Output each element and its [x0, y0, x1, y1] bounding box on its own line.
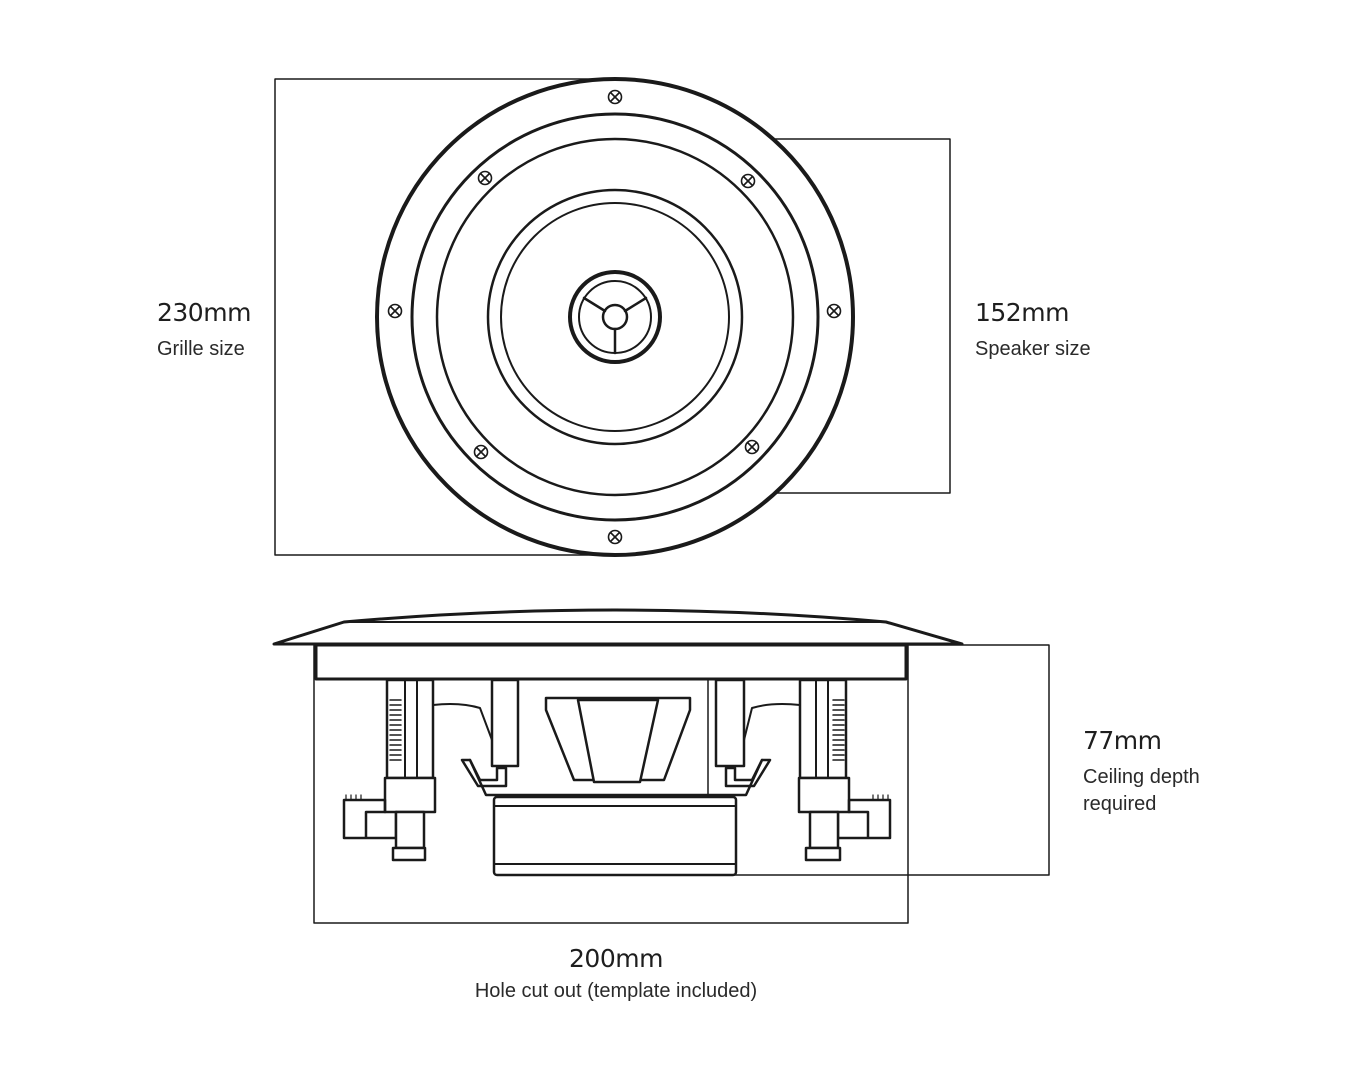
screw-icon [473, 444, 489, 460]
screw-icon [477, 170, 493, 186]
screw-icons [387, 89, 842, 545]
grille-size-label: 230mm Grille size [157, 298, 251, 363]
hole-cut-out-caption: Hole cut out (template included) [474, 980, 758, 1002]
screw-icon [744, 439, 760, 455]
screw-icon [607, 89, 623, 105]
hole-cut-out-label: 200mm Hole cut out (template included) [416, 944, 816, 1005]
ceiling-depth-caption: Ceiling depth [1083, 766, 1200, 788]
screw-icon [826, 303, 842, 319]
screw-icon [740, 173, 756, 189]
speaker-side-view [272, 608, 964, 877]
ceiling-depth-label: 77mm Ceiling depth required [1083, 726, 1200, 818]
ceiling-depth-caption-2: required [1083, 793, 1157, 815]
hole-cut-out-value: 200mm [569, 944, 663, 973]
grille-size-value: 230mm [157, 298, 251, 327]
ceiling-depth-value: 77mm [1083, 726, 1162, 755]
screw-icon [387, 303, 403, 319]
speaker-size-label: 152mm Speaker size [975, 298, 1091, 363]
speaker-size-caption: Speaker size [975, 338, 1091, 360]
speaker-top-view [375, 77, 855, 557]
screw-icon [607, 529, 623, 545]
speaker-size-value: 152mm [975, 298, 1069, 327]
grille-size-caption: Grille size [157, 338, 245, 360]
